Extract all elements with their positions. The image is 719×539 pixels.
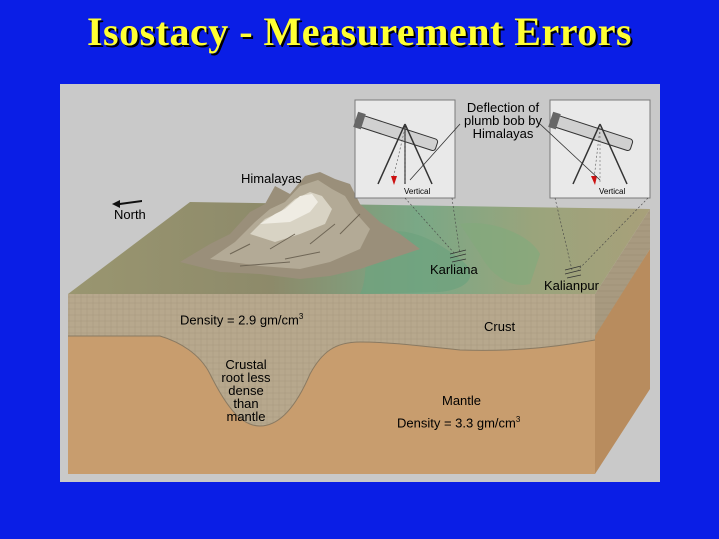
root-line-3: dense <box>228 383 264 398</box>
vertical-label-left: Vertical <box>404 187 431 196</box>
plumb-inset-right <box>548 99 651 199</box>
plumb-bob-left <box>391 176 397 185</box>
side-crust <box>595 209 650 336</box>
mantle-density-text: Density = 3.3 gm/cm <box>397 415 516 431</box>
north-arrow-icon <box>112 200 142 208</box>
plumb-inset-left <box>353 99 456 199</box>
deflection-caption: Deflection of plumb bob by Himalayas <box>458 101 548 140</box>
himalayas-label: Himalayas <box>241 171 302 186</box>
root-line-1: Crustal <box>225 357 267 372</box>
root-line-5: mantle <box>226 409 266 424</box>
deflection-line-1: Deflection of <box>466 100 540 115</box>
root-line-4: than <box>233 396 259 411</box>
north-label: North <box>114 207 146 222</box>
slide-title: Isostacy - Measurement Errors <box>86 9 633 54</box>
isostasy-diagram: North Himalayas Deflection of plumb bob … <box>60 84 660 482</box>
crust-density-text: Density = 2.9 gm/cm <box>180 312 299 328</box>
mantle-density-exponent: 3 <box>515 415 521 424</box>
root-line-2: root less <box>221 370 271 385</box>
karliana-marker <box>449 249 467 263</box>
crust-label: Crust <box>484 319 516 334</box>
kalianpur-marker <box>564 265 582 279</box>
crust-density-exponent: 3 <box>298 312 304 321</box>
karliana-label: Karliana <box>430 262 478 277</box>
crust-front <box>68 294 595 336</box>
plumb-bob-right <box>591 176 597 185</box>
mantle-front <box>68 334 595 474</box>
himalaya-mountains <box>180 172 420 279</box>
mantle-density-label: Density = 3.3 gm/cm3 <box>397 415 520 430</box>
crust-density-label: Density = 2.9 gm/cm3 <box>180 312 303 327</box>
crustal-root <box>68 334 595 426</box>
kalianpur-label: Kalianpur <box>544 278 599 293</box>
crustal-root-label: Crustal root less dense than mantle <box>210 358 282 423</box>
deflection-line-3: Himalayas <box>472 126 534 141</box>
mantle-label: Mantle <box>442 393 482 408</box>
side-mantle <box>595 249 650 474</box>
deflection-line-2: plumb bob by <box>463 113 543 128</box>
vertical-label-right: Vertical <box>599 187 626 196</box>
block-diagram-graphic <box>68 99 651 474</box>
